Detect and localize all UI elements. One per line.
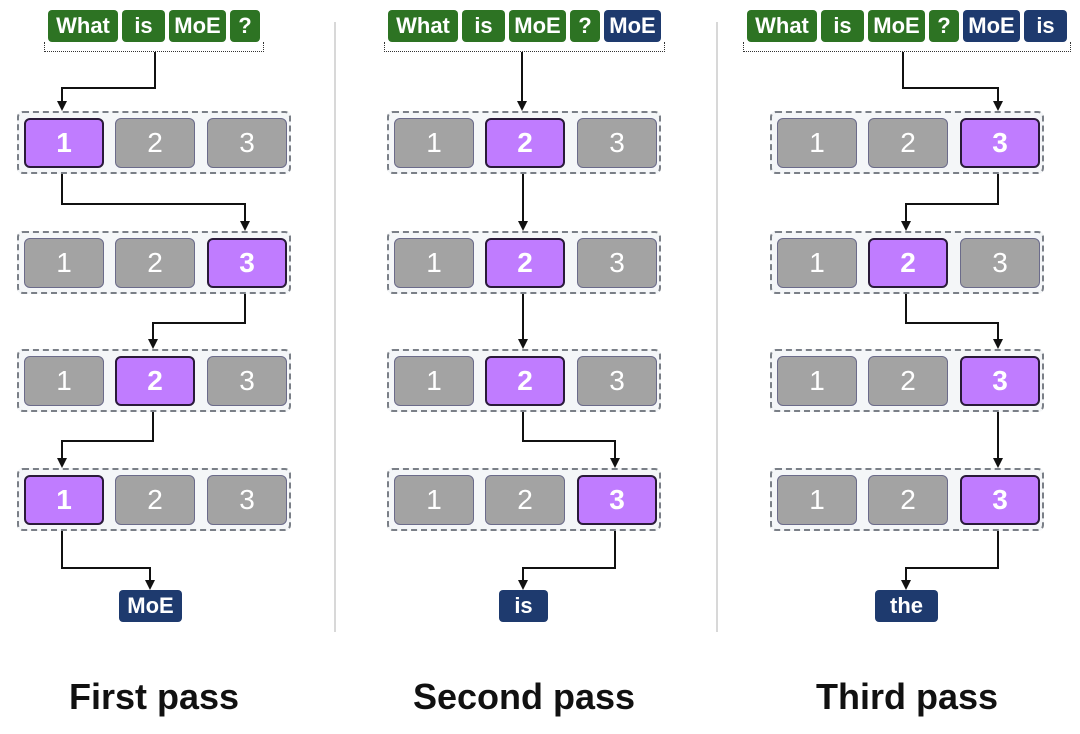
active-expert: 2	[485, 118, 565, 168]
token-sequence-bracket	[743, 42, 1071, 52]
inactive-expert: 1	[394, 356, 474, 406]
inactive-expert: 1	[394, 475, 474, 525]
active-expert: 3	[207, 238, 287, 288]
routing-arrow	[522, 404, 620, 468]
divider-left	[334, 22, 336, 632]
routing-arrow	[57, 404, 154, 468]
inactive-expert: 3	[207, 118, 287, 168]
input-token: is	[122, 10, 165, 42]
input-token: MoE	[868, 10, 925, 42]
generated-token: MoE	[963, 10, 1020, 42]
inactive-expert: 2	[868, 356, 948, 406]
routing-arrow	[61, 523, 155, 590]
active-expert: 3	[960, 118, 1040, 168]
inactive-expert: 3	[577, 118, 657, 168]
inactive-expert: 1	[394, 118, 474, 168]
routing-arrow	[901, 166, 999, 231]
inactive-expert: 1	[777, 475, 857, 525]
pass-label: Second pass	[412, 676, 636, 717]
routing-arrow	[901, 523, 999, 590]
generated-token: MoE	[604, 10, 661, 42]
input-token: MoE	[509, 10, 566, 42]
divider-right	[716, 22, 718, 632]
inactive-expert: 1	[777, 356, 857, 406]
input-token: What	[388, 10, 458, 42]
inactive-expert: 3	[207, 356, 287, 406]
inactive-expert: 3	[577, 238, 657, 288]
routing-arrow	[61, 166, 250, 231]
active-expert: 2	[485, 238, 565, 288]
inactive-expert: 3	[577, 356, 657, 406]
active-expert: 2	[115, 356, 195, 406]
input-token: ?	[929, 10, 959, 42]
routing-arrow	[905, 286, 1003, 349]
inactive-expert: 2	[868, 475, 948, 525]
active-expert: 1	[24, 118, 104, 168]
inactive-expert: 1	[394, 238, 474, 288]
active-expert: 3	[960, 475, 1040, 525]
output-token: MoE	[119, 590, 182, 622]
pass-label: Third pass	[815, 676, 999, 717]
routing-arrow	[57, 52, 156, 111]
token-sequence-bracket	[44, 42, 264, 52]
inactive-expert: 2	[868, 118, 948, 168]
input-token: ?	[570, 10, 600, 42]
input-token: What	[747, 10, 817, 42]
output-token: is	[499, 590, 548, 622]
inactive-expert: 1	[777, 118, 857, 168]
routing-arrow	[902, 52, 1003, 111]
active-expert: 2	[868, 238, 948, 288]
active-expert: 2	[485, 356, 565, 406]
inactive-expert: 2	[115, 118, 195, 168]
active-expert: 3	[577, 475, 657, 525]
input-token: What	[48, 10, 118, 42]
pass-label: First pass	[68, 676, 240, 717]
inactive-expert: 3	[960, 238, 1040, 288]
inactive-expert: 3	[207, 475, 287, 525]
output-token: the	[875, 590, 938, 622]
routing-arrow	[148, 286, 246, 349]
input-token: ?	[230, 10, 260, 42]
inactive-expert: 1	[777, 238, 857, 288]
inactive-expert: 1	[24, 356, 104, 406]
input-token: MoE	[169, 10, 226, 42]
inactive-expert: 2	[115, 238, 195, 288]
generated-token: is	[1024, 10, 1067, 42]
input-token: is	[462, 10, 505, 42]
active-expert: 1	[24, 475, 104, 525]
active-expert: 3	[960, 356, 1040, 406]
input-token: is	[821, 10, 864, 42]
inactive-expert: 1	[24, 238, 104, 288]
inactive-expert: 2	[115, 475, 195, 525]
inactive-expert: 2	[485, 475, 565, 525]
routing-arrow	[518, 523, 616, 590]
token-sequence-bracket	[384, 42, 665, 52]
